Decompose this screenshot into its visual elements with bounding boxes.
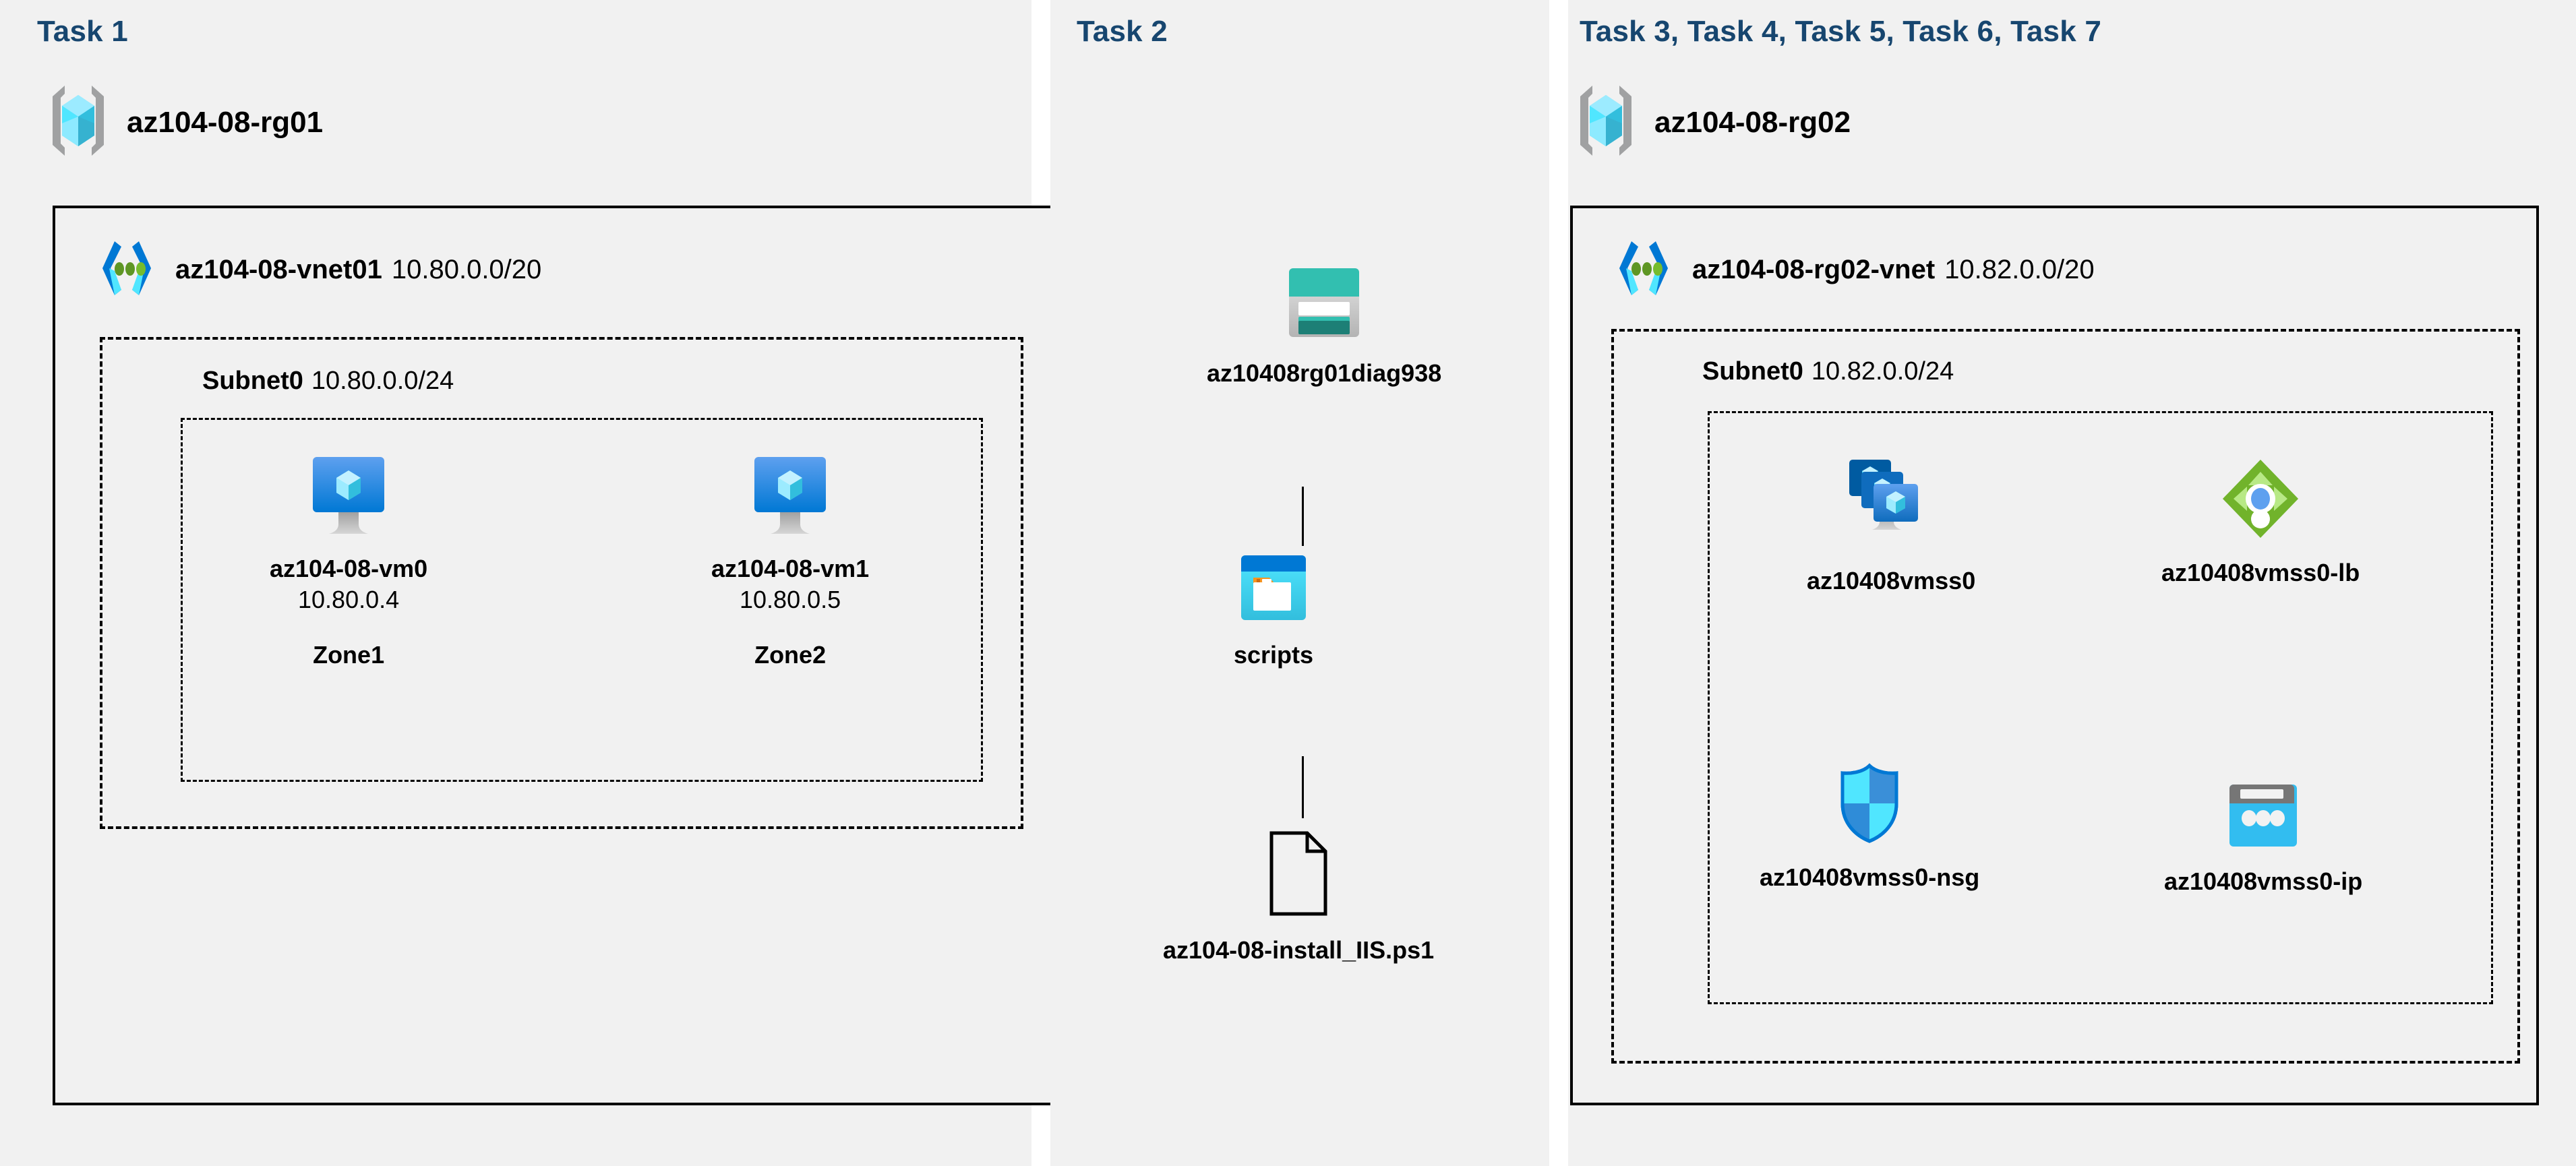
blob-container-scripts[interactable]: scripts — [1234, 553, 1313, 669]
vnet01-cidr: 10.80.0.0/20 — [391, 255, 542, 284]
resource-group-rg02-row: az104-08-rg02 — [1575, 83, 1851, 162]
resource-group-icon — [1575, 83, 1637, 162]
subnet0-vnet01-label: Subnet0 10.80.0.0/24 — [202, 367, 454, 396]
rg02-vnet-boundary — [1570, 206, 2539, 1105]
task3-heading: Task 3, Task 4, Task 5, Task 6, Task 7 — [1580, 15, 2101, 48]
subnet0-vnet01-name: Subnet0 — [202, 367, 303, 395]
storage-account-az10408rg01diag938[interactable]: az10408rg01diag938 — [1207, 264, 1441, 388]
public-ip-address-icon — [2227, 782, 2300, 853]
subnet0-rg02-name: Subnet0 — [1702, 357, 1803, 386]
vm-scale-set-az10408vmss0[interactable]: az10408vmss0 — [1807, 457, 1975, 595]
resource-group-rg02-label: az104-08-rg02 — [1654, 105, 1851, 139]
blob-container-icon — [1238, 553, 1309, 626]
storage-account-icon — [1286, 264, 1362, 344]
vm1-ip: 10.80.0.5 — [740, 586, 841, 613]
subnet0-rg02-cidr: 10.82.0.0/24 — [1811, 357, 1954, 386]
virtual-machine-icon — [750, 453, 830, 540]
vm-az104-08-vm0[interactable]: az104-08-vm0 10.80.0.4 Zone1 — [270, 453, 427, 669]
task2-heading: Task 2 — [1077, 15, 1168, 48]
connector-scripts-to-script-file — [1302, 756, 1304, 818]
script-file-icon — [1265, 829, 1332, 921]
vnet01-name: az104-08-vnet01 — [175, 255, 382, 284]
vm-az104-08-vm1[interactable]: az104-08-vm1 10.80.0.5 Zone2 — [711, 453, 869, 669]
resource-group-rg01-row: az104-08-rg01 — [47, 83, 323, 162]
script-file-az104-08-install-iis[interactable]: az104-08-install_IIS.ps1 — [1163, 829, 1434, 964]
vmss-group-boundary — [1708, 411, 2493, 1004]
storage-account-name: az10408rg01diag938 — [1207, 359, 1442, 387]
vm0-name: az104-08-vm0 — [270, 555, 428, 582]
subnet0-rg02-vnet-boundary — [1611, 329, 2520, 1064]
virtual-network-icon — [1611, 237, 1676, 303]
subnet0-vnet01-cidr: 10.80.0.0/24 — [311, 367, 454, 395]
vm-scale-set-name: az10408vmss0 — [1807, 567, 1976, 594]
public-ip-address-az10408vmss0-ip[interactable]: az10408vmss0-ip — [2164, 782, 2362, 896]
rg02-vnet-cidr: 10.82.0.0/20 — [1944, 255, 2095, 284]
resource-group-icon — [47, 83, 109, 162]
rg02-vnet-row: az104-08-rg02-vnet 10.82.0.0/20 — [1611, 237, 2095, 303]
virtual-network-icon — [94, 237, 159, 303]
subnet0-vnet01-boundary — [100, 337, 1023, 829]
vm-scale-set-icon — [1847, 457, 1936, 552]
virtual-machine-icon — [309, 453, 388, 540]
network-security-group-name: az10408vmss0-nsg — [1760, 863, 1980, 891]
resource-group-rg01-label: az104-08-rg01 — [127, 105, 324, 139]
script-file-name: az104-08-install_IIS.ps1 — [1163, 936, 1435, 964]
load-balancer-name: az10408vmss0-lb — [2161, 559, 2360, 586]
load-balancer-icon — [2219, 457, 2302, 544]
public-ip-address-name: az10408vmss0-ip — [2164, 867, 2363, 895]
network-security-group-az10408vmss0-nsg[interactable]: az10408vmss0-nsg — [1760, 762, 1979, 892]
vnet01-row: az104-08-vnet01 10.80.0.0/20 — [94, 237, 541, 303]
zone-group-boundary — [181, 418, 983, 782]
network-security-group-icon — [1833, 762, 1906, 849]
rg02-vnet-name: az104-08-rg02-vnet — [1692, 255, 1936, 284]
vm0-zone: Zone1 — [313, 641, 385, 669]
vm1-zone: Zone2 — [754, 641, 827, 669]
task1-heading: Task 1 — [37, 15, 128, 48]
vm0-ip: 10.80.0.4 — [298, 586, 400, 613]
vm1-name: az104-08-vm1 — [711, 555, 870, 582]
load-balancer-az10408vmss0-lb[interactable]: az10408vmss0-lb — [2161, 457, 2360, 587]
blob-container-name: scripts — [1234, 641, 1314, 669]
subnet0-rg02-vnet-label: Subnet0 10.82.0.0/24 — [1702, 357, 1954, 386]
connector-storage-to-scripts — [1302, 487, 1304, 546]
